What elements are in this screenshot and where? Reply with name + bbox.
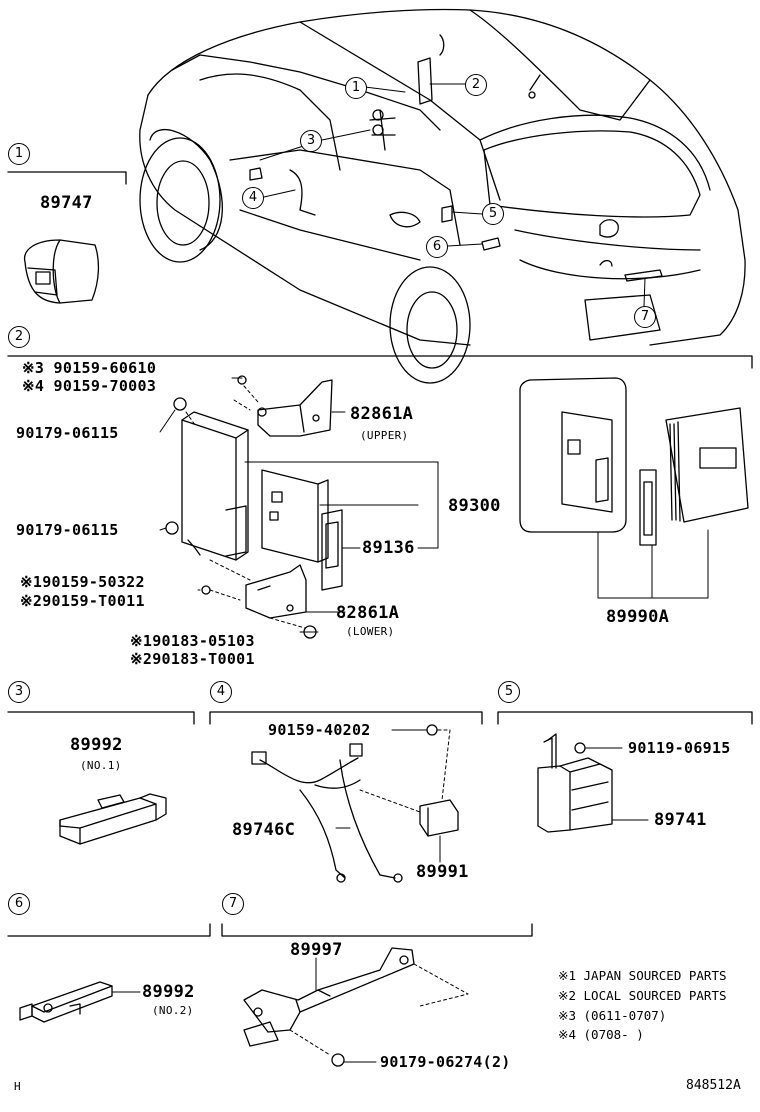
section-4-rule — [209, 711, 483, 725]
part-number-bolt-90119-06915[interactable]: 90119-06915 — [628, 739, 731, 757]
part-number-nut-lower-a[interactable]: ※190183-05103 — [130, 632, 255, 650]
part-number-89991[interactable]: 89991 — [416, 862, 469, 882]
illustration-number: 848512A — [686, 1078, 741, 1093]
part-number-nut-b[interactable]: 90179-06115 — [16, 521, 119, 539]
section-6-rule — [7, 923, 211, 937]
part-89992-no2-note: (NO.2) — [152, 1004, 194, 1017]
part-number-89990A[interactable]: 89990A — [606, 607, 670, 627]
legend-item-2: ※2 LOCAL SOURCED PARTS — [558, 988, 727, 1003]
part-89992-no1-drawing — [59, 793, 167, 845]
part-89992-no1-note: (NO.1) — [80, 759, 122, 772]
car-leaders — [259, 83, 646, 307]
part-number-bolt-upper-a[interactable]: ※3 90159-60610 — [22, 359, 157, 377]
section-number-6: 6 — [8, 893, 30, 915]
section-5-leaders — [585, 747, 649, 821]
section-number-3: 3 — [8, 681, 30, 703]
part-89741-drawing — [537, 733, 613, 833]
section-3-rule — [7, 711, 195, 725]
legend-item-4: ※4 (0708- ) — [558, 1027, 644, 1042]
part-number-89136[interactable]: 89136 — [362, 538, 415, 558]
part-number-89992-no1[interactable]: 89992 — [70, 735, 123, 755]
car-callout-6: 6 — [426, 236, 448, 258]
part-number-89741[interactable]: 89741 — [654, 810, 707, 830]
car-callout-5: 5 — [482, 203, 504, 225]
part-number-nut-90179-06274[interactable]: 90179-06274(2) — [380, 1053, 511, 1071]
section-5-rule — [497, 711, 753, 725]
car-callout-7: 7 — [634, 306, 656, 328]
section-2-rule — [7, 355, 753, 369]
bracket-lower-note: (LOWER) — [346, 625, 395, 638]
legend-item-3: ※3 (0611-0707) — [558, 1008, 667, 1023]
footer-left-code: H — [14, 1080, 21, 1093]
section-7-leaders — [289, 957, 469, 1063]
part-number-bolt-lower-a[interactable]: ※190159-50322 — [20, 573, 145, 591]
car-illustration — [139, 8, 746, 384]
part-number-89300[interactable]: 89300 — [448, 496, 501, 516]
part-number-nut-a[interactable]: 90179-06115 — [16, 424, 119, 442]
part-89992-no2-drawing — [19, 981, 113, 1023]
part-number-89997[interactable]: 89997 — [290, 940, 343, 960]
section-1-rule — [7, 171, 127, 185]
part-number-bolt-upper-b[interactable]: ※4 90159-70003 — [22, 377, 157, 395]
car-callout-4: 4 — [242, 187, 264, 209]
section-2-leaders — [159, 377, 709, 633]
part-number-bolt-90159-40202[interactable]: 90159-40202 — [268, 721, 371, 739]
part-number-89746C[interactable]: 89746C — [232, 820, 296, 840]
car-callout-3: 3 — [300, 130, 322, 152]
car-callout-1: 1 — [345, 77, 367, 99]
section-4-drawings — [251, 724, 459, 883]
part-number-89992-no2[interactable]: 89992 — [142, 982, 195, 1002]
section-number-4: 4 — [210, 681, 232, 703]
section-number-5: 5 — [498, 681, 520, 703]
section-4-leaders — [335, 729, 451, 863]
part-89747-drawing — [23, 239, 100, 304]
part-number-bracket-upper[interactable]: 82861A — [350, 404, 414, 424]
bracket-upper-note: (UPPER) — [360, 429, 409, 442]
legend-item-1: ※1 JAPAN SOURCED PARTS — [558, 968, 727, 983]
section-number-1: 1 — [8, 143, 30, 165]
part-number-89747[interactable]: 89747 — [40, 193, 93, 213]
section-7-rule — [221, 923, 533, 937]
part-89997-drawing — [243, 947, 415, 1067]
part-number-nut-lower-b[interactable]: ※290183-T0001 — [130, 650, 255, 668]
part-number-bolt-lower-b[interactable]: ※290159-T0011 — [20, 592, 145, 610]
part-number-bracket-lower[interactable]: 82861A — [336, 603, 400, 623]
section-number-2: 2 — [8, 326, 30, 348]
car-callout-2: 2 — [465, 74, 487, 96]
section-number-7: 7 — [222, 893, 244, 915]
section-2-drawings — [165, 375, 749, 639]
